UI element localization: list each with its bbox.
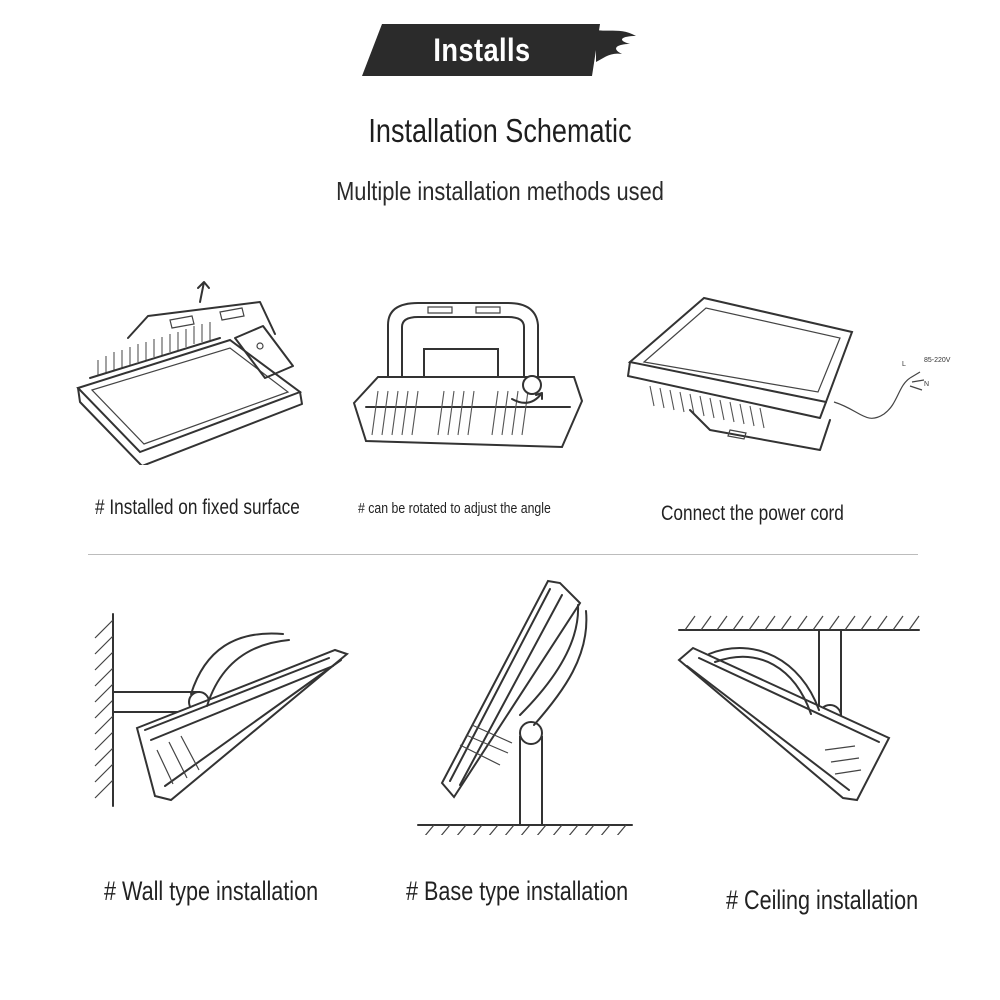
rotatable-figure <box>352 302 584 449</box>
caption-fixed-surface: # Installed on fixed surface <box>95 496 300 519</box>
rotate-arrow-icon <box>511 392 543 404</box>
wire-label-n: N <box>924 381 929 388</box>
caption-rotatable: # can be rotated to adjust the angle <box>358 500 551 517</box>
fixed-surface-figure <box>76 281 303 465</box>
caption-base-type: # Base type installation <box>406 876 629 906</box>
voltage-label: 85-220V <box>924 357 951 364</box>
arrow-up-icon <box>197 281 210 303</box>
banner-flame-icon <box>596 30 636 62</box>
caption-power-cord: Connect the power cord <box>661 502 844 525</box>
page-title: Installation Schematic <box>368 112 632 149</box>
caption-wall-type: # Wall type installation <box>104 876 319 906</box>
header-banner <box>362 24 636 76</box>
base-type-figure <box>417 579 633 835</box>
wall-type-figure <box>94 613 350 807</box>
caption-ceiling: # Ceiling installation <box>726 885 919 915</box>
banner-shape <box>362 24 600 76</box>
banner-label: Installs <box>433 32 531 68</box>
page-subtitle: Multiple installation methods used <box>336 176 664 206</box>
section-divider <box>88 554 918 555</box>
wire-label-l: L <box>902 361 906 368</box>
ceiling-figure <box>677 615 920 802</box>
power-cord-figure: L N 85-220V <box>627 296 951 451</box>
